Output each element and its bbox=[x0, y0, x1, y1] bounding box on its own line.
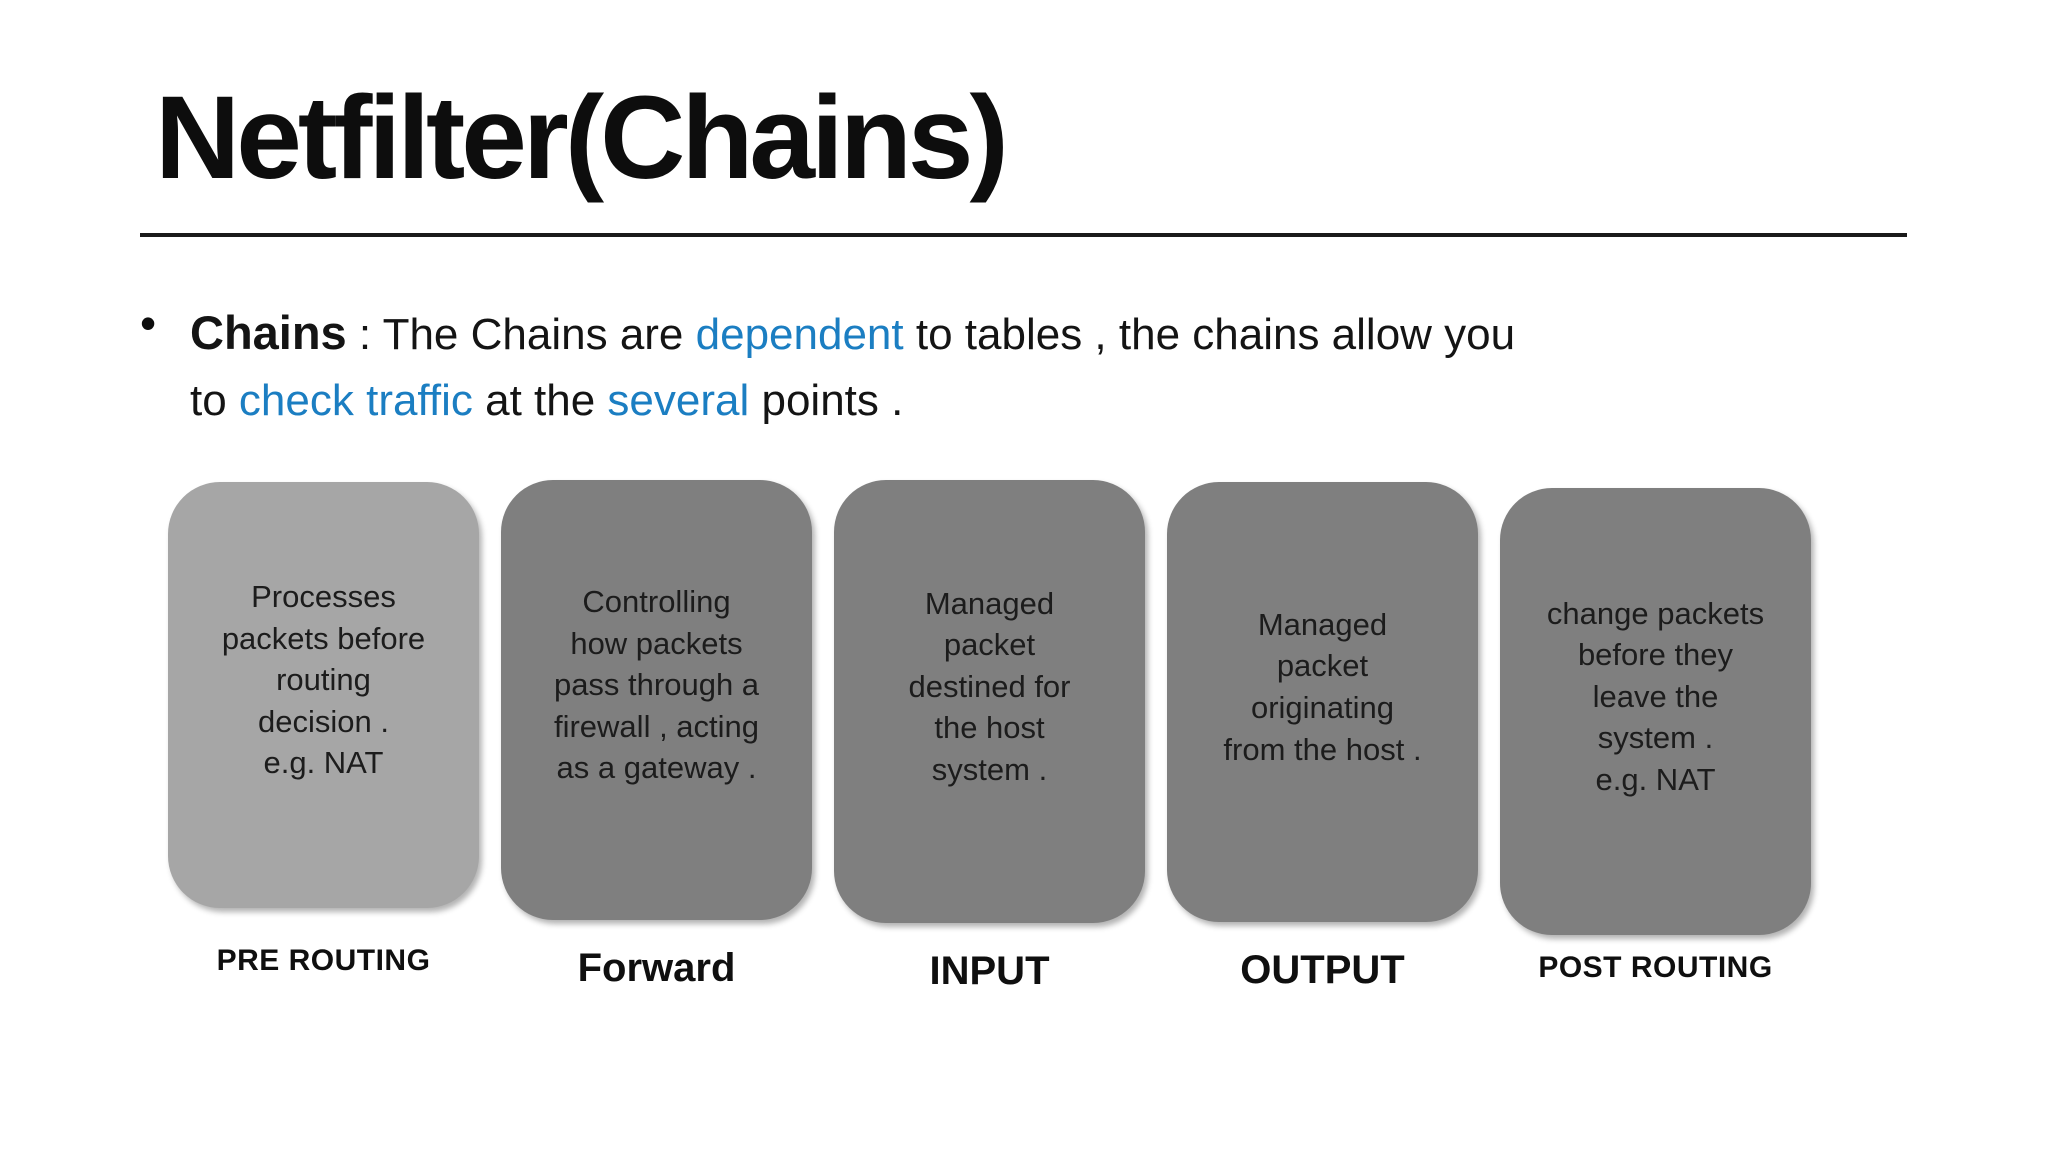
bullet-text-segment: points . bbox=[749, 376, 904, 425]
title-underline bbox=[140, 233, 1907, 237]
page-title: Netfilter(Chains) bbox=[155, 72, 1009, 204]
card-label-forward: Forward bbox=[577, 946, 736, 990]
card-label-input: INPUT bbox=[929, 949, 1050, 993]
bullet-line-2: to check traffic at the several points . bbox=[190, 368, 1515, 434]
bullet-marker: • bbox=[140, 297, 157, 349]
bullet-text-segment: at the bbox=[472, 376, 608, 425]
highlight-several: several bbox=[607, 376, 750, 425]
term-chains: Chains bbox=[190, 306, 347, 359]
bullet-item: • Chains : The Chains are dependent to t… bbox=[140, 297, 1515, 434]
card-label-postrouting: POST ROUTING bbox=[1538, 951, 1773, 984]
bullet-line-1: Chains : The Chains are dependent to tab… bbox=[190, 300, 1515, 368]
bullet-text-segment: to tables , the chains allow you bbox=[903, 310, 1516, 359]
highlight-check-traffic: check traffic bbox=[238, 376, 473, 425]
card-label-prerouting: PRE ROUTING bbox=[216, 944, 431, 977]
card-label-output: OUTPUT bbox=[1240, 948, 1405, 992]
bullet-text-segment: : The Chains are bbox=[346, 310, 696, 359]
bullet-text-segment: to bbox=[190, 376, 239, 425]
highlight-dependent: dependent bbox=[695, 310, 904, 359]
bullet-text: Chains : The Chains are dependent to tab… bbox=[190, 300, 1515, 434]
